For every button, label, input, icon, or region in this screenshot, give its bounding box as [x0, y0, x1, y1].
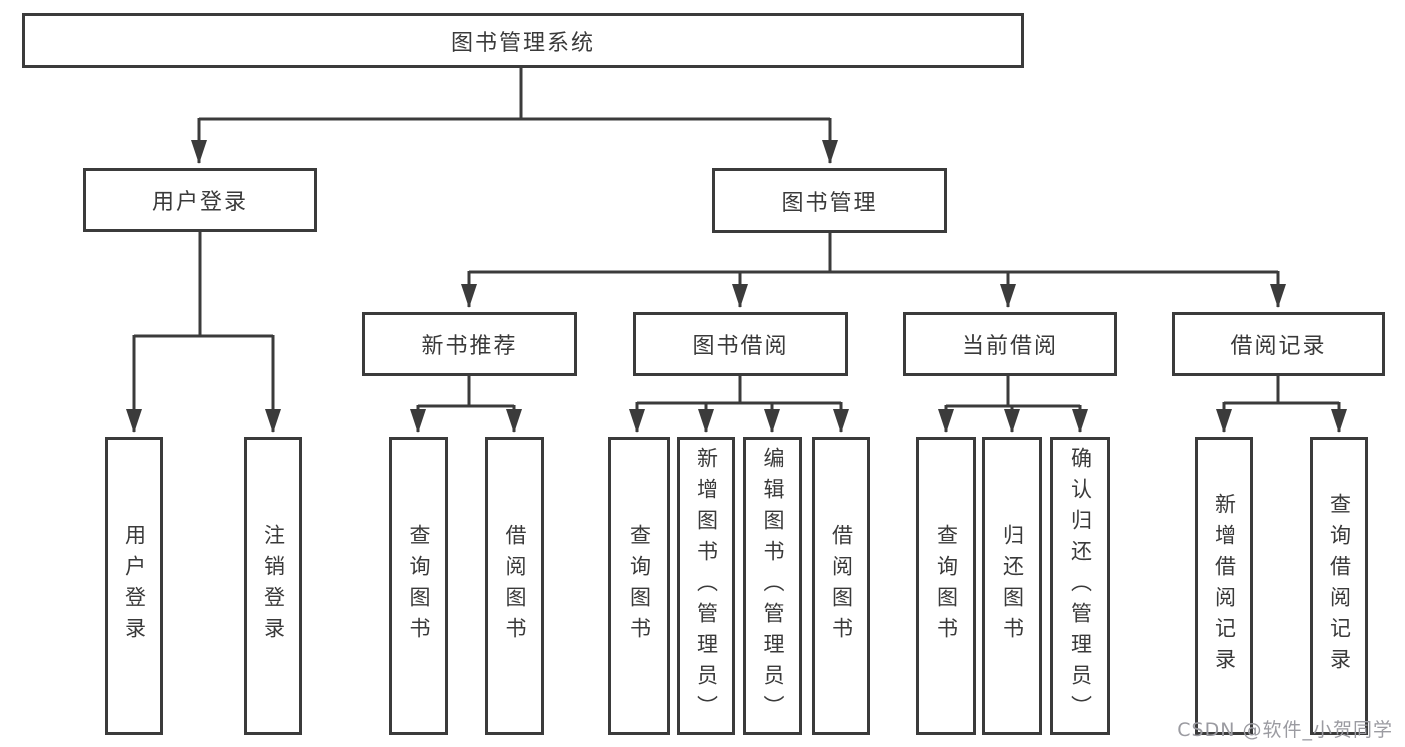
node-label: 归还图书 [1000, 524, 1025, 648]
node-leaf-add-borrow-record: 新增借阅记录 [1195, 437, 1253, 735]
node-label: 用户登录 [151, 190, 248, 215]
node-leaf-user-login: 用户登录 [105, 437, 163, 735]
node-library-management-system: 图书管理系统 [22, 13, 1024, 68]
node-leaf-add-books-admin: 新增图书（管理员） [677, 437, 735, 735]
csdn-watermark: CSDN @软件_小贺同学 [1177, 719, 1393, 741]
node-leaf-query-books: 查询图书 [389, 437, 448, 735]
node-leaf-query-borrow-record: 查询借阅记录 [1310, 437, 1368, 735]
node-label: 当前借阅 [961, 334, 1058, 359]
node-borrow-records: 借阅记录 [1172, 312, 1385, 376]
node-label: 新增图书（管理员） [694, 446, 719, 726]
node-book-borrowing: 图书借阅 [633, 312, 848, 376]
node-label: 查询图书 [407, 524, 431, 648]
node-label: 编辑图书（管理员） [761, 446, 785, 726]
node-label: 新增借阅记录 [1212, 493, 1237, 679]
node-label: 借阅图书 [829, 524, 854, 648]
node-leaf-edit-books-admin: 编辑图书（管理员） [743, 437, 802, 735]
node-label: 查询图书 [627, 524, 652, 648]
node-book-management: 图书管理 [712, 168, 947, 233]
node-label: 借阅图书 [503, 524, 527, 648]
node-label: 图书借阅 [692, 334, 789, 359]
node-label: 注销登录 [261, 524, 286, 648]
node-label: 借阅记录 [1230, 334, 1327, 359]
node-label: 用户登录 [122, 524, 147, 648]
node-leaf-return-books: 归还图书 [982, 437, 1042, 735]
node-user-login: 用户登录 [83, 168, 317, 232]
node-label: 确认归还（管理员） [1068, 446, 1093, 726]
node-leaf-query-books: 查询图书 [916, 437, 976, 735]
node-leaf-borrow-books: 借阅图书 [485, 437, 544, 735]
node-leaf-query-books: 查询图书 [608, 437, 670, 735]
node-leaf-borrow-books: 借阅图书 [812, 437, 870, 735]
node-leaf-logout: 注销登录 [244, 437, 302, 735]
node-label: 查询借阅记录 [1327, 493, 1352, 679]
node-label: 新书推荐 [421, 334, 518, 359]
node-label: 图书管理 [781, 190, 878, 216]
node-leaf-confirm-return-admin: 确认归还（管理员） [1050, 437, 1110, 735]
node-current-borrowing: 当前借阅 [903, 312, 1117, 376]
node-label: 图书管理系统 [450, 30, 595, 56]
node-label: 查询图书 [934, 524, 959, 648]
node-new-book-recommend: 新书推荐 [362, 312, 577, 376]
